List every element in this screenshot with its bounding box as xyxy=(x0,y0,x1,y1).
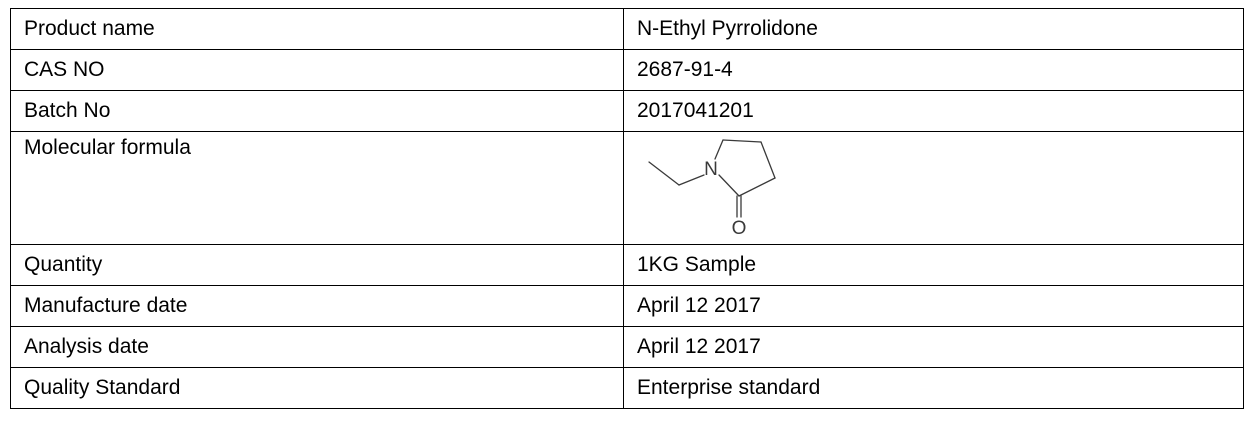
label-manufacture-date: Manufacture date xyxy=(10,285,624,327)
table-row-quantity: Quantity 1KG Sample xyxy=(10,244,1244,286)
bond-n-c5 xyxy=(714,139,724,160)
label-product-name: Product name xyxy=(10,8,624,50)
table-row-analysis-date: Analysis date April 12 2017 xyxy=(10,326,1244,368)
table-row-manufacture-date: Manufacture date April 12 2017 xyxy=(10,285,1244,327)
label-cas-no: CAS NO xyxy=(10,49,624,91)
label-quality-standard: Quality Standard xyxy=(10,367,624,409)
table-row-batch-no: Batch No 2017041201 xyxy=(10,90,1244,132)
value-molecular-formula: N O xyxy=(623,131,1244,245)
table-row-quality-standard: Quality Standard Enterprise standard xyxy=(10,367,1244,409)
atom-n-label: N xyxy=(704,159,718,180)
label-analysis-date: Analysis date xyxy=(10,326,624,368)
label-quantity: Quantity xyxy=(10,244,624,286)
value-batch-no: 2017041201 xyxy=(623,90,1244,132)
value-cas-no: 2687-91-4 xyxy=(623,49,1244,91)
bond-ethyl-ch3 xyxy=(648,161,680,186)
molecular-structure-icon: N O xyxy=(648,139,776,238)
value-quality-standard: Enterprise standard xyxy=(623,367,1244,409)
label-batch-no: Batch No xyxy=(10,90,624,132)
bond-c3-c2 xyxy=(738,177,776,197)
bond-c4-c3 xyxy=(760,141,776,179)
label-molecular-formula: Molecular formula xyxy=(10,131,624,245)
table-row-molecular-formula: Molecular formula xyxy=(10,131,1244,245)
value-analysis-date: April 12 2017 xyxy=(623,326,1244,368)
bond-c5-c4 xyxy=(722,139,762,143)
bond-c2-n xyxy=(718,174,740,197)
atom-o-label: O xyxy=(732,218,747,238)
table-row-product-name: Product name N-Ethyl Pyrrolidone xyxy=(10,8,1244,50)
value-quantity: 1KG Sample xyxy=(623,244,1244,286)
product-spec-table: Product name N-Ethyl Pyrrolidone CAS NO … xyxy=(10,8,1244,409)
value-manufacture-date: April 12 2017 xyxy=(623,285,1244,327)
bond-ethyl-n xyxy=(678,174,705,186)
value-product-name: N-Ethyl Pyrrolidone xyxy=(623,8,1244,50)
table-row-cas-no: CAS NO 2687-91-4 xyxy=(10,49,1244,91)
